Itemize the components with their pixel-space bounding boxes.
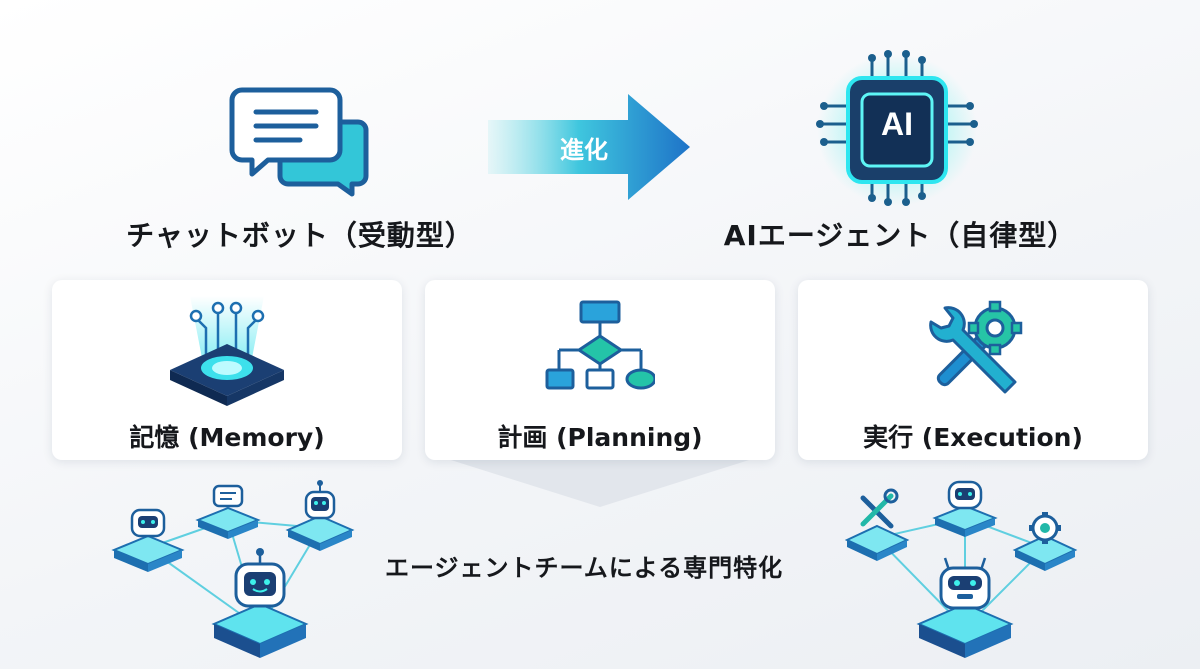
right-agent-network	[845, 478, 1085, 663]
evolution-arrow	[488, 92, 698, 202]
wrench-gear-icon	[923, 300, 1023, 400]
execution-card: 実行 (Execution)	[798, 280, 1148, 460]
ai-chip-icon	[812, 48, 982, 208]
team-label: エージェントチームによる専門特化	[385, 554, 784, 582]
tools-node	[845, 488, 910, 561]
chip-text: AI	[881, 106, 913, 142]
planning-card: 計画 (Planning)	[425, 280, 775, 460]
robot-node-1	[111, 508, 185, 572]
memory-chip-icon	[160, 288, 295, 413]
left-agent-network	[110, 478, 370, 663]
planning-label: 計画 (Planning)	[497, 423, 703, 452]
robot-node-2	[285, 480, 355, 551]
memory-label: 記憶 (Memory)	[129, 423, 325, 452]
execution-label: 実行 (Execution)	[863, 423, 1083, 452]
ai-agent-title: AIエージェント（自律型）	[723, 219, 1077, 252]
robot-node-3	[932, 480, 998, 537]
central-robot-node	[211, 548, 309, 658]
funnel-shape	[425, 455, 775, 510]
gear-node	[1012, 512, 1078, 571]
arrow-label: 進化	[560, 136, 608, 164]
chat-node	[195, 484, 261, 539]
chatbot-title: チャットボット（受動型）	[126, 219, 474, 252]
flowchart-icon	[545, 298, 655, 398]
chat-bubbles-icon	[228, 82, 373, 197]
memory-card: 記憶 (Memory)	[52, 280, 402, 460]
central-robot-node-2	[916, 557, 1014, 658]
